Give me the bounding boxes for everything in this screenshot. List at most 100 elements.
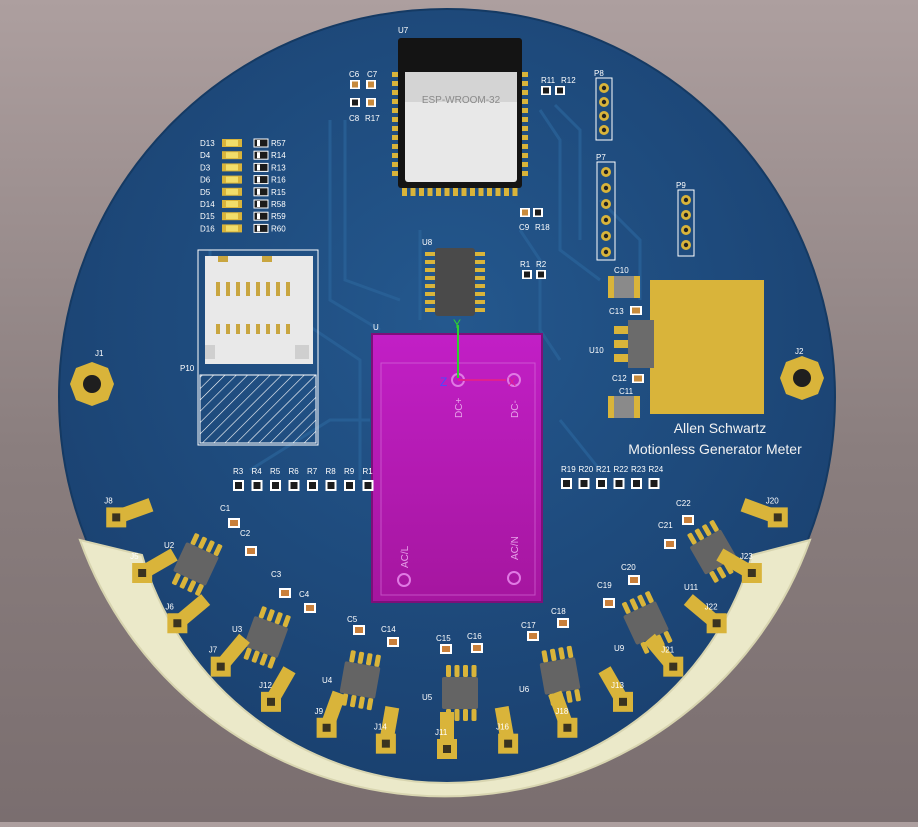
resistor-body <box>253 150 269 160</box>
resistor-label: R23 <box>631 465 646 474</box>
chip-pin <box>258 606 267 619</box>
resistor-cap <box>257 225 260 232</box>
chip-pin <box>574 689 581 702</box>
resistor-label: R1 <box>363 467 374 476</box>
chip-pin <box>259 653 268 666</box>
resistor-body <box>580 480 588 487</box>
connector-hole <box>267 697 275 706</box>
connector-hole <box>504 739 513 748</box>
connector-hole <box>619 697 627 706</box>
chip-pin <box>558 647 565 660</box>
connector-hole <box>138 569 147 577</box>
resistor-body <box>235 482 242 489</box>
resistor-body <box>650 480 658 487</box>
smd-body <box>557 87 563 94</box>
sensor-chips <box>171 515 741 721</box>
header-pin-hole <box>603 233 609 239</box>
smd-body <box>524 271 530 278</box>
resistor-cap <box>257 140 260 146</box>
c17-label: C17 <box>521 621 536 630</box>
connector-hole <box>216 662 225 671</box>
axis-z-label: Z <box>440 375 447 389</box>
led-label: D14 <box>200 200 215 209</box>
resistor-cap <box>257 152 260 159</box>
resistor-body <box>615 480 623 487</box>
chip-pin <box>267 656 276 669</box>
cap-body <box>559 620 567 626</box>
chip-body <box>442 677 478 709</box>
chip-pin <box>205 540 215 553</box>
connector-hole <box>712 619 721 628</box>
resistor-cap <box>257 176 260 183</box>
resistor-body <box>253 482 261 489</box>
smd-body <box>352 81 358 88</box>
c10-label: C10 <box>614 266 629 275</box>
chip-pin <box>702 524 712 537</box>
connector-label: J12 <box>259 681 272 690</box>
c20-label: C20 <box>621 563 636 572</box>
board-title-line1: Allen Schwartz <box>674 420 767 436</box>
c15-label: C15 <box>436 634 451 643</box>
r2-label: R2 <box>536 260 547 269</box>
chip-pin <box>454 709 460 721</box>
pin-label-ac-n: AC/N <box>510 536 521 560</box>
header-pin-hole <box>603 185 609 191</box>
u5-label: U5 <box>422 693 433 702</box>
chip-pin <box>709 520 719 532</box>
connector-label: J22 <box>705 602 718 611</box>
axis-y-label: Y <box>453 317 461 331</box>
c3-label: C3 <box>271 570 282 579</box>
connector-label: J20 <box>766 496 779 505</box>
resistor-label: R15 <box>271 188 286 197</box>
chip-pin <box>716 566 727 579</box>
chip-pin <box>358 696 365 709</box>
header-p8[interactable]: P8 <box>594 69 613 141</box>
header-pin-hole <box>601 127 607 133</box>
chip-body <box>244 616 288 658</box>
sensor-chip <box>171 533 223 596</box>
chip-pin <box>357 651 365 664</box>
connector-hole <box>669 662 678 671</box>
header-p7[interactable]: P7 <box>596 153 616 261</box>
led-lens <box>226 188 238 195</box>
cap-body <box>355 627 363 633</box>
chip-pin <box>637 594 646 607</box>
sd-card-slot[interactable]: P10 <box>180 249 319 446</box>
c11-label: C11 <box>619 387 634 396</box>
connector-label: J16 <box>496 723 509 732</box>
esp-wroom-32-module[interactable]: ESP-WROOM-32 U7 <box>392 26 528 196</box>
large-copper-pad <box>650 280 764 414</box>
c7-label: C7 <box>367 70 378 79</box>
connector-label: J13 <box>611 681 624 690</box>
header-pin-hole <box>683 197 689 203</box>
chip-body <box>173 542 219 586</box>
connector-hole <box>381 739 390 748</box>
chip-pin <box>374 654 381 667</box>
u8-chip[interactable]: U8 <box>422 238 485 316</box>
chip-pin <box>694 528 705 541</box>
smd-body <box>543 87 549 94</box>
c12-label: C12 <box>612 374 627 383</box>
connector-label: J6 <box>165 602 174 611</box>
connector-label: J23 <box>740 552 753 561</box>
mount-hole-j2: J2 <box>780 347 824 400</box>
connector-hole <box>443 745 451 753</box>
c10-cap: C10 <box>608 266 640 298</box>
u10-regulator[interactable]: U10 <box>589 320 654 368</box>
header-p9[interactable]: P9 <box>676 181 695 257</box>
header-pin-hole <box>603 217 609 223</box>
chip-pin <box>454 665 460 677</box>
resistor-body <box>327 482 335 489</box>
power-supply-module[interactable]: DC+ DC- AC/L AC/N U <box>371 323 543 603</box>
connector-label: J7 <box>209 646 218 655</box>
resistor-label: R3 <box>233 467 244 476</box>
chip-pin <box>565 690 573 703</box>
chip-pin <box>471 665 477 677</box>
resistor-body <box>290 482 298 489</box>
resistor-body <box>364 482 372 489</box>
led-label: D13 <box>200 139 215 148</box>
